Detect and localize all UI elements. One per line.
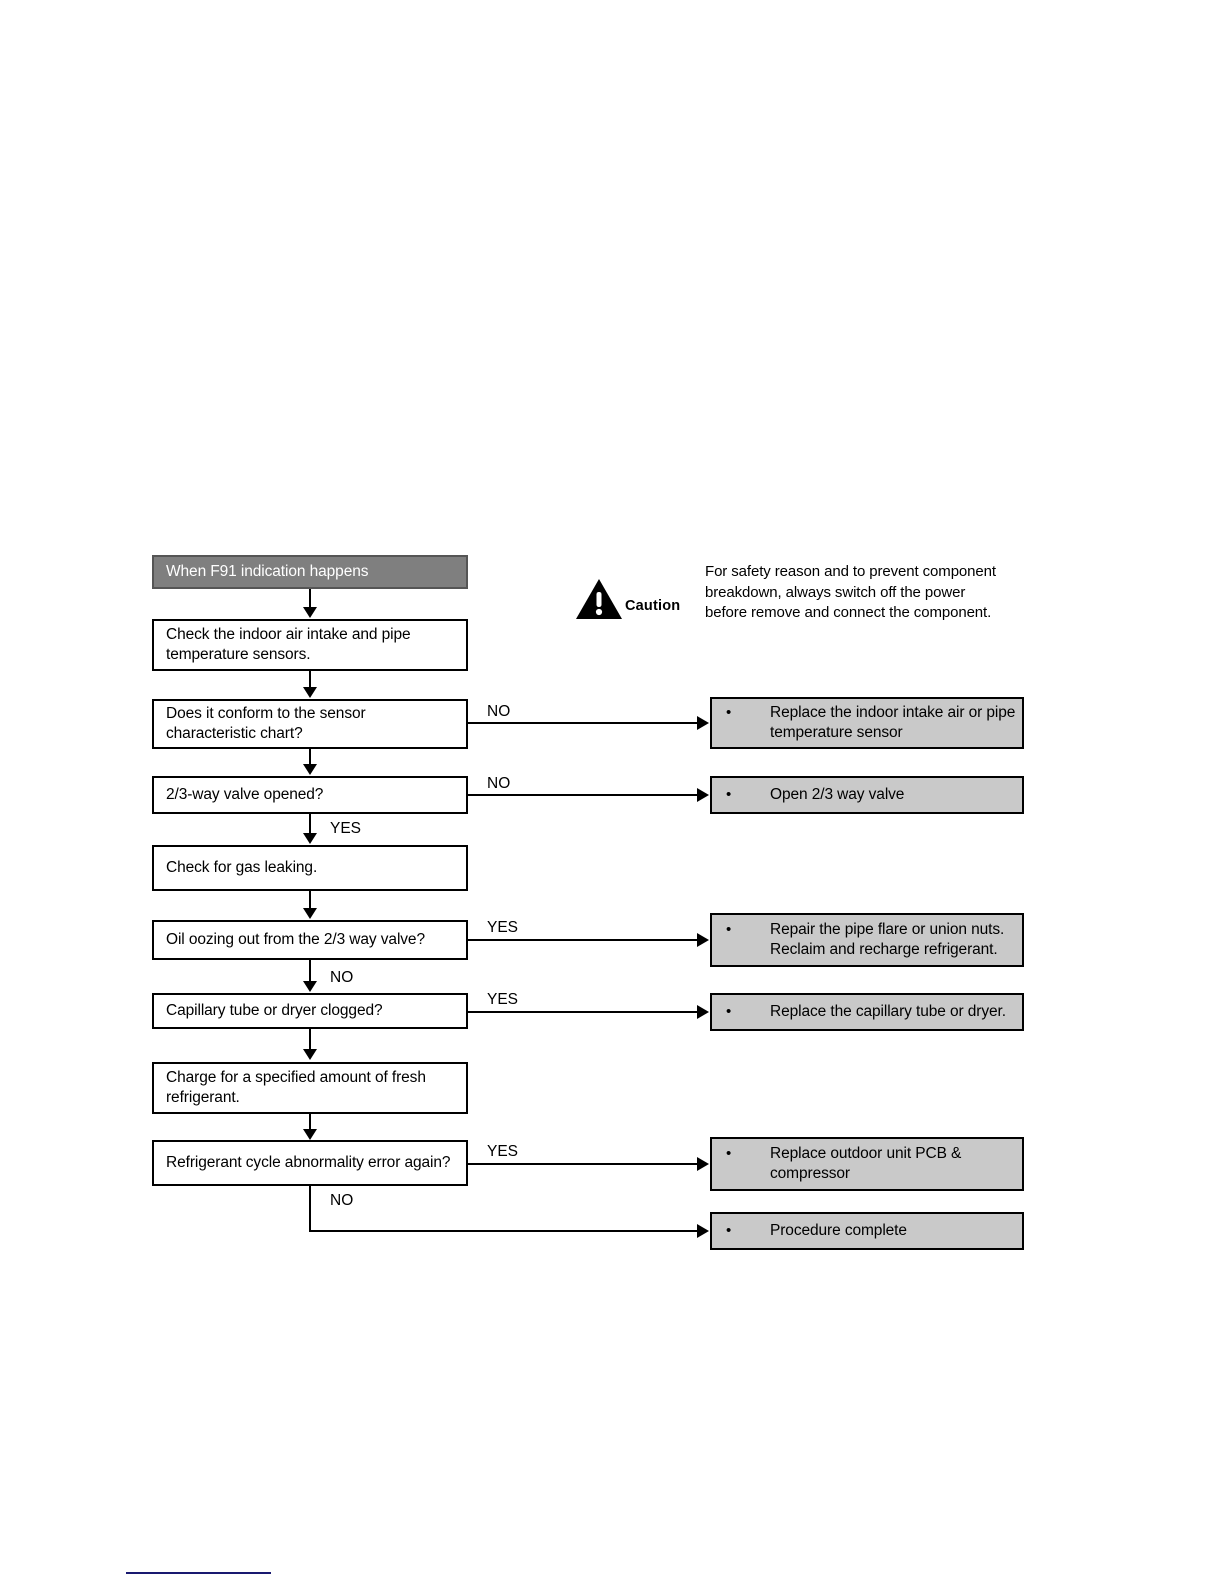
arrow-down-icon	[303, 833, 317, 844]
arrow-down-icon	[303, 981, 317, 992]
footer-divider	[126, 1572, 271, 1574]
bullet-icon: •	[726, 704, 732, 721]
branch-label-no-error: NO	[330, 1192, 354, 1209]
step-oil-oozing-label: Oil oozing out from the 2/3 way valve?	[166, 931, 425, 948]
branch-no-sensor-line	[467, 722, 698, 724]
arrow-down-icon	[303, 1049, 317, 1060]
step-check-gas-leak: Check for gas leaking.	[152, 845, 468, 891]
branch-label-yes-error: YES	[487, 1143, 519, 1160]
connector-title-to-check	[309, 589, 311, 608]
bullet-icon: •	[726, 786, 732, 803]
step-oil-oozing: Oil oozing out from the 2/3 way valve?	[152, 920, 468, 960]
branch-no-error-hline	[309, 1230, 698, 1232]
connector-valve-to-gasleak	[309, 814, 311, 834]
step-error-again-label: Refrigerant cycle abnormality error agai…	[166, 1154, 451, 1171]
connector-oil-to-capillary	[309, 960, 311, 982]
action-replace-sensor-label: Replace the indoor intake air or pipe te…	[770, 704, 1016, 741]
branch-label-no-valve: NO	[487, 775, 511, 792]
step-error-again: Refrigerant cycle abnormality error agai…	[152, 1140, 468, 1186]
branch-yes-error-line	[467, 1163, 698, 1165]
step-charge-refrigerant-label: Charge for a specified amount of fresh r…	[166, 1069, 426, 1106]
flowchart-title-box: When F91 indication happens	[152, 555, 468, 589]
branch-label-yes-capillary: YES	[487, 991, 519, 1008]
arrow-right-icon	[697, 1005, 709, 1019]
connector-gasleak-to-oil	[309, 891, 311, 909]
branch-yes-oil-line	[467, 939, 698, 941]
arrow-right-icon	[697, 788, 709, 802]
arrow-down-icon	[303, 764, 317, 775]
arrow-down-icon	[303, 1129, 317, 1140]
step-charge-refrigerant: Charge for a specified amount of fresh r…	[152, 1062, 468, 1114]
caution-label: Caution	[625, 598, 681, 614]
arrow-down-icon	[303, 908, 317, 919]
arrow-down-icon	[303, 687, 317, 698]
step-valve-opened-label: 2/3-way valve opened?	[166, 786, 324, 803]
step-check-sensors-label: Check the indoor air intake and pipe tem…	[166, 626, 411, 663]
connector-conform-to-valve	[309, 749, 311, 765]
connector-capillary-to-charge	[309, 1029, 311, 1050]
action-procedure-complete-label: Procedure complete	[770, 1222, 907, 1239]
step-check-sensors: Check the indoor air intake and pipe tem…	[152, 619, 468, 671]
branch-label-no-sensor: NO	[487, 703, 511, 720]
action-replace-capillary: • Replace the capillary tube or dryer.	[710, 993, 1024, 1031]
branch-label-yes-oil: YES	[487, 919, 519, 936]
connector-charge-to-error	[309, 1114, 311, 1130]
flowchart-title: When F91 indication happens	[166, 563, 369, 580]
branch-label-no-oil: NO	[330, 969, 354, 986]
bullet-icon: •	[726, 1145, 732, 1162]
action-repair-flare: • Repair the pipe flare or union nuts. R…	[710, 913, 1024, 967]
step-check-gas-leak-label: Check for gas leaking.	[166, 859, 318, 876]
bullet-icon: •	[726, 1222, 732, 1239]
action-replace-pcb: • Replace outdoor unit PCB & compressor	[710, 1137, 1024, 1191]
action-replace-pcb-label: Replace outdoor unit PCB & compressor	[770, 1145, 962, 1182]
action-replace-capillary-label: Replace the capillary tube or dryer.	[770, 1003, 1006, 1020]
step-conform-chart-label: Does it conform to the sensor characteri…	[166, 705, 366, 742]
branch-no-valve-line	[467, 794, 698, 796]
action-open-valve: • Open 2/3 way valve	[710, 776, 1024, 814]
connector-check-to-conform	[309, 671, 311, 688]
arrow-down-icon	[303, 607, 317, 618]
arrow-right-icon	[697, 1157, 709, 1171]
bullet-icon: •	[726, 1003, 732, 1020]
branch-no-error-vline	[309, 1186, 311, 1231]
step-capillary-clogged: Capillary tube or dryer clogged?	[152, 993, 468, 1029]
branch-yes-capillary-line	[467, 1011, 698, 1013]
action-procedure-complete: • Procedure complete	[710, 1212, 1024, 1250]
action-replace-sensor: • Replace the indoor intake air or pipe …	[710, 697, 1024, 749]
caution-text: For safety reason and to prevent compone…	[705, 563, 996, 621]
step-valve-opened: 2/3-way valve opened?	[152, 776, 468, 814]
action-open-valve-label: Open 2/3 way valve	[770, 786, 905, 803]
step-capillary-clogged-label: Capillary tube or dryer clogged?	[166, 1002, 383, 1019]
branch-label-yes-valve: YES	[330, 820, 362, 837]
bullet-icon: •	[726, 921, 732, 938]
arrow-right-icon	[697, 716, 709, 730]
arrow-right-icon	[697, 933, 709, 947]
action-repair-flare-label: Repair the pipe flare or union nuts. Rec…	[770, 921, 1005, 958]
step-conform-chart: Does it conform to the sensor characteri…	[152, 699, 468, 749]
warning-triangle-icon	[576, 579, 622, 619]
arrow-right-icon	[697, 1224, 709, 1238]
